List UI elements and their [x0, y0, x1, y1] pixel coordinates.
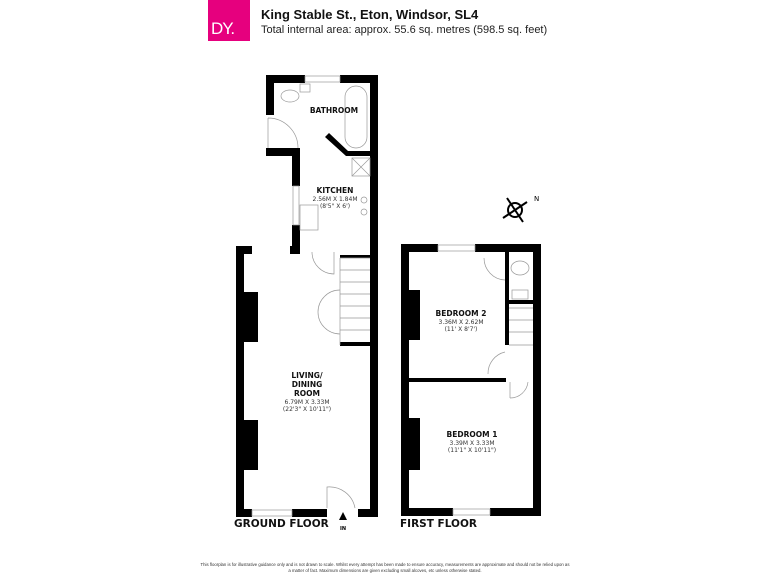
total-area: Total internal area: approx. 55.6 sq. me… [261, 24, 548, 36]
bedroom1-imperial: (11'1" X 10'11") [448, 447, 496, 454]
first-floor-label: FIRST FLOOR [400, 518, 477, 530]
room-living-line1: LIVING/ [291, 371, 323, 380]
ground-floor-label: GROUND FLOOR [234, 518, 329, 530]
ground-floor-walls [236, 75, 378, 517]
room-living-line2: DINING [292, 380, 323, 389]
first-floor-fixtures [437, 244, 533, 516]
disclaimer: This floorplan is for illustrative guida… [200, 562, 570, 573]
room-kitchen: KITCHEN [317, 186, 354, 195]
living-metric: 6.79M X 3.33M [285, 399, 330, 406]
logo-text: DY. [211, 19, 235, 38]
bedroom2-imperial: (11' X 8'7') [445, 326, 478, 333]
kitchen-metric: 2.56M X 1.84M [313, 196, 358, 203]
entrance-arrow [339, 512, 347, 520]
bedroom2-metric: 3.36M X 2.62M [439, 319, 484, 326]
compass-north-label: N [534, 195, 539, 203]
basin [299, 83, 311, 93]
living-imperial: (22'3" X 10'11") [283, 406, 331, 413]
toilet [280, 89, 300, 103]
room-bathroom: BATHROOM [310, 106, 358, 115]
entrance-label: IN [340, 526, 346, 532]
first-floor-walls [401, 244, 541, 516]
room-living-line3: ROOM [294, 389, 320, 398]
room-bedroom-2: BEDROOM 2 [436, 309, 487, 318]
kitchen-sink [299, 204, 319, 231]
bedroom1-metric: 3.39M X 3.33M [450, 440, 495, 447]
bathtub [344, 85, 368, 149]
kitchen-imperial: (8'5" X 6') [320, 203, 350, 210]
compass: N [502, 195, 539, 223]
property-address: King Stable St., Eton, Windsor, SL4 [261, 7, 479, 22]
ground-floor-fixtures [251, 75, 371, 520]
room-bedroom-1: BEDROOM 1 [447, 430, 498, 439]
brand-logo: DY. [208, 0, 250, 41]
